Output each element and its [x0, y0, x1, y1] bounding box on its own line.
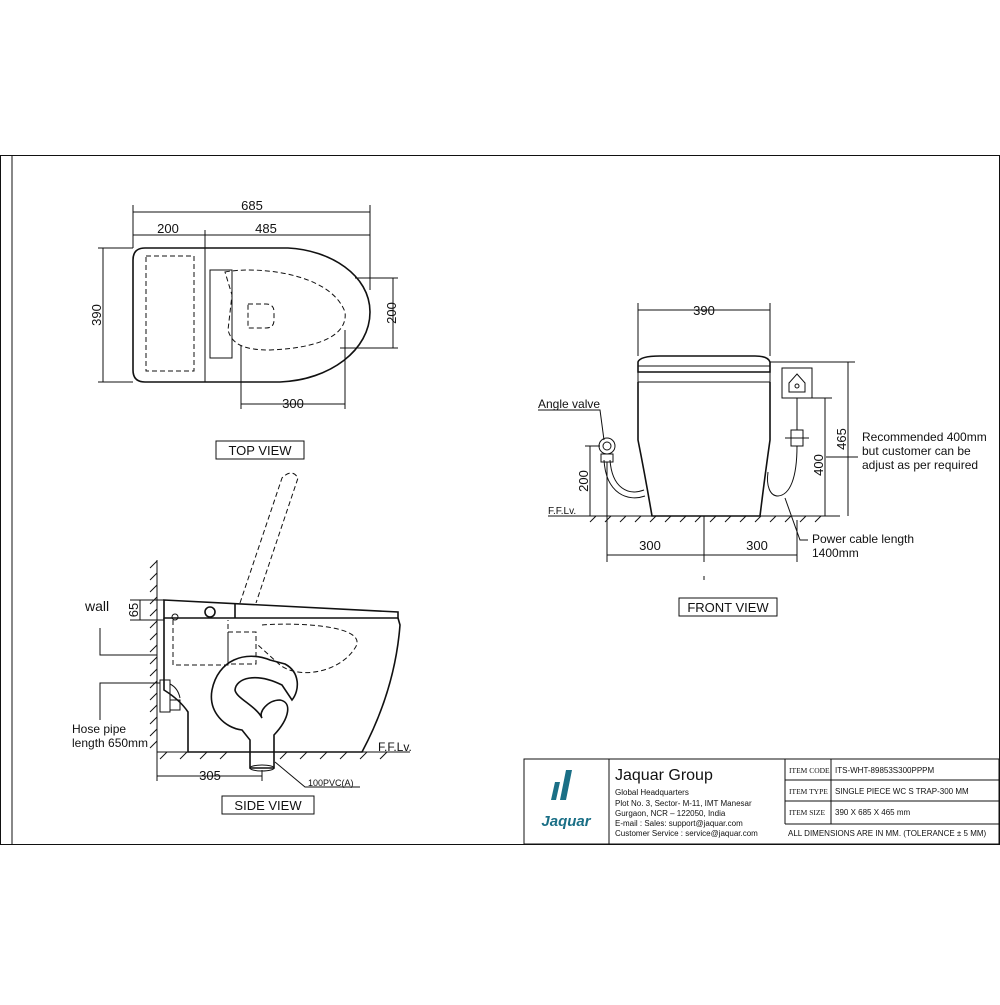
side-angle-valve: [159, 679, 171, 713]
item-type: SINGLE PIECE WC S TRAP-300 MM: [835, 787, 969, 796]
dim-200: 200: [157, 221, 179, 236]
address-line1: Plot No. 3, Sector- M-11, IMT Manesar: [615, 799, 752, 808]
outlet-pipe-hidden: [249, 735, 275, 768]
pipe-leader: [274, 761, 360, 788]
wall-leader: [99, 628, 157, 656]
floor-hatch-front: [589, 515, 822, 523]
open-lid-hidden: [239, 472, 299, 604]
front-hose: [603, 459, 646, 499]
floor-hatch-side: [159, 751, 388, 760]
dim-300-left: 300: [639, 538, 661, 553]
power-cable-loop: [767, 445, 798, 497]
item-code-label: ITEM CODE: [789, 766, 830, 775]
dimension-note: ALL DIMENSIONS ARE IN MM. (TOLERANCE ± 5…: [788, 829, 987, 838]
logo-mark: [560, 770, 572, 800]
email-sales: E-mail : Sales: support@jaquar.com: [615, 819, 743, 828]
ffl-front: F.F.Lv.: [548, 506, 576, 517]
front-view-title: FRONT VIEW: [687, 600, 769, 615]
side-view: wall 65 Hose pipe length 650mm F.F.Lv. 3…: [72, 472, 412, 815]
company-name: Jaquar Group: [615, 767, 713, 784]
top-view-title-box: [215, 440, 305, 460]
dim-390-top: 390: [89, 304, 104, 326]
inner-hidden: [227, 631, 257, 665]
front-lid: [637, 355, 771, 373]
hinge-block: [209, 269, 233, 359]
bowl-hidden-outline: [224, 269, 346, 351]
front-view: F.F.Lv. Angle valve 200 390 400 465 Reco…: [538, 303, 987, 617]
customer-service: Customer Service : service@jaquar.com: [615, 829, 758, 838]
dim-400: 400: [811, 454, 826, 476]
dim-685: 685: [241, 198, 263, 213]
logo-text: Jaquar: [541, 813, 591, 830]
cable-label-line1: Power cable length: [812, 532, 914, 546]
top-view: 685 200 485 390 200 300 TOP VIEW: [89, 198, 399, 460]
trapway: [210, 655, 299, 769]
pipe-label: 100PVC(A): [308, 778, 354, 788]
note-line3: adjust as per required: [862, 458, 978, 472]
dim-200-front: 200: [576, 470, 591, 492]
wall-label: wall: [84, 598, 109, 614]
dim-65: 65: [126, 603, 141, 617]
hose-leader: [99, 682, 160, 720]
address-line2: Gurgaon, NCR – 122050, India: [615, 809, 726, 818]
dim-300-top: 300: [282, 396, 304, 411]
title-block: Jaquar Jaquar Group Global Headquarters …: [523, 758, 1000, 845]
top-view-title: TOP VIEW: [228, 443, 292, 458]
dim-390-front: 390: [693, 303, 715, 318]
angle-valve-label: Angle valve: [538, 397, 600, 411]
hose-label-line1: Hose pipe: [72, 722, 126, 736]
front-view-title-box: [678, 597, 778, 617]
bowl-hidden-side: [257, 623, 358, 673]
item-size: 390 X 685 X 465 mm: [835, 808, 910, 817]
front-body: [637, 382, 771, 517]
front-seat: [637, 371, 771, 383]
ffl-side: F.F.Lv.: [378, 740, 412, 754]
seat-top: [163, 599, 399, 619]
dim-opening-200: 200: [384, 302, 399, 324]
tank-hidden-outline: [145, 255, 195, 372]
hinge-button: [204, 606, 216, 618]
note-line1: Recommended 400mm: [862, 430, 987, 444]
cable-label-line2: 1400mm: [812, 546, 859, 560]
dim-465: 465: [834, 428, 849, 450]
item-type-label: ITEM TYPE: [789, 787, 828, 796]
power-socket: [781, 367, 813, 399]
dim-300-right: 300: [746, 538, 768, 553]
top-view-outline: [132, 247, 371, 383]
item-size-label: ITEM SIZE: [789, 808, 825, 817]
side-view-title-box: [221, 795, 315, 815]
plug-icon: [788, 373, 806, 393]
dim-305: 305: [199, 768, 221, 783]
tank-hidden: [172, 620, 229, 666]
angle-valve-leader: [538, 409, 605, 441]
cable-leader: [784, 497, 808, 541]
outlet-hidden: [247, 303, 275, 329]
note-line2: but customer can be: [862, 444, 971, 458]
sheet-border: [0, 155, 1000, 845]
dim-485: 485: [255, 221, 277, 236]
side-body-outline: [163, 617, 401, 753]
hq-label: Global Headquarters: [615, 788, 689, 797]
angle-valve-icon: [598, 437, 616, 455]
item-code: ITS-WHT-89853S300PPPM: [835, 766, 934, 775]
hose-label-line2: length 650mm: [72, 736, 148, 750]
side-view-title: SIDE VIEW: [234, 798, 302, 813]
